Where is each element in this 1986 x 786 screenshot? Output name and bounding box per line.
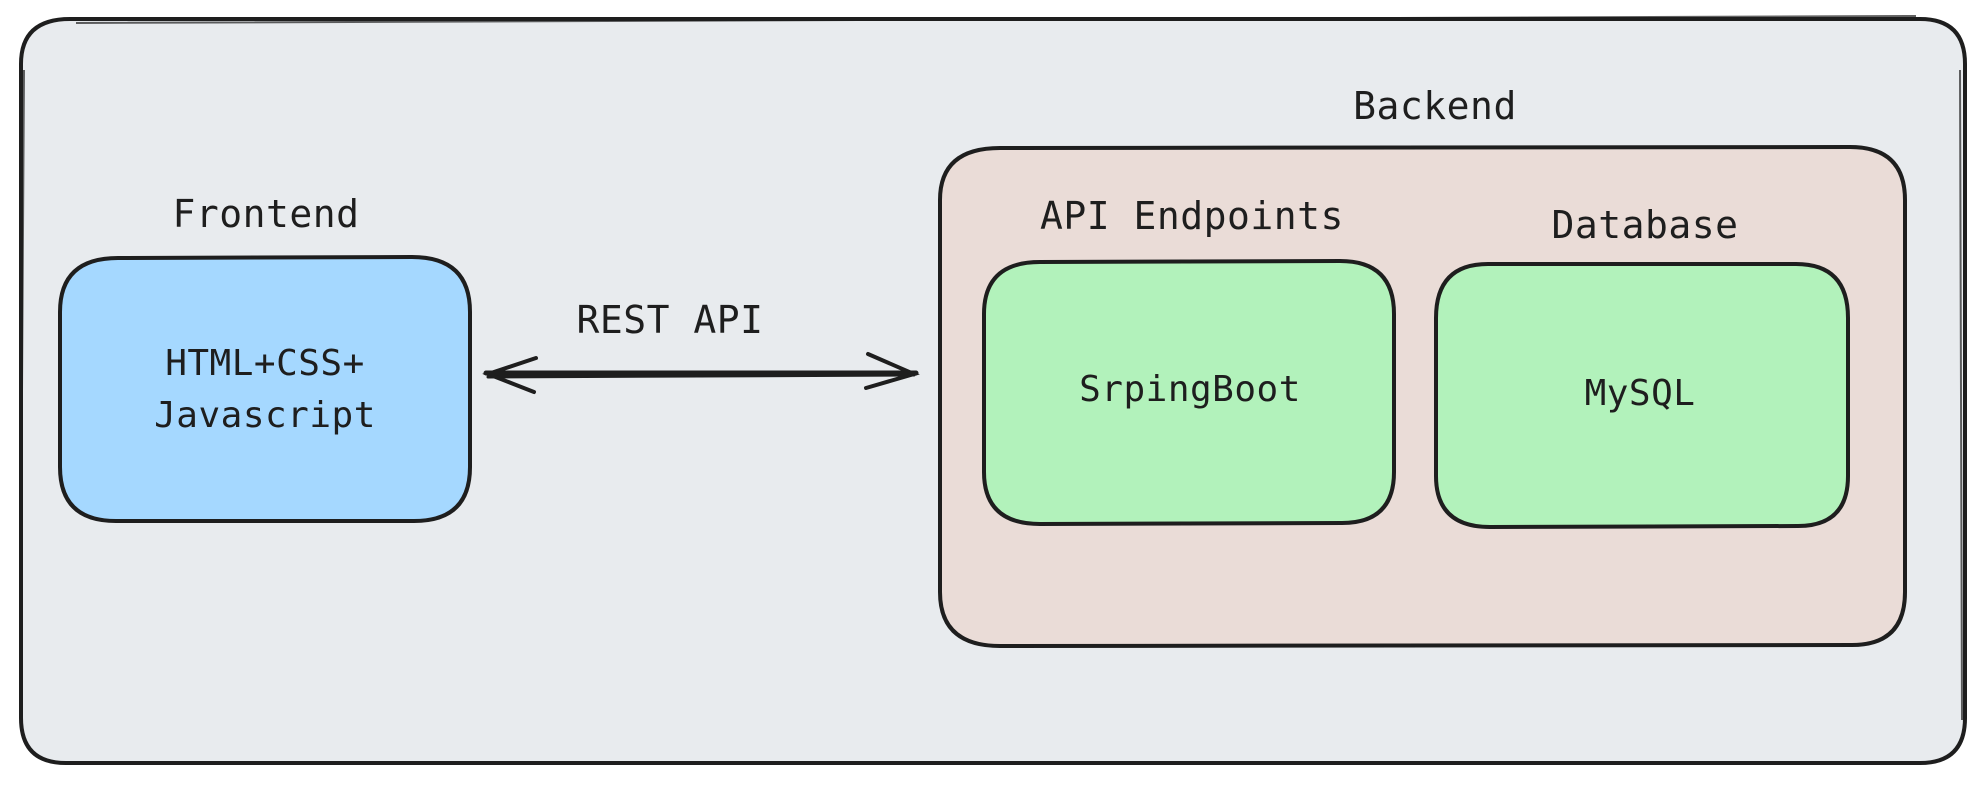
database-heading: Database [1551, 203, 1739, 247]
frontend-box [58, 254, 472, 523]
frontend-box-line-1: HTML+CSS+ [165, 343, 365, 384]
backend-heading: Backend [1353, 84, 1517, 128]
api-endpoints-box-label: SrpingBoot [1079, 369, 1301, 410]
frontend-box-label: HTML+CSS+ Javascript [100, 338, 430, 442]
rest-api-arrow [482, 352, 920, 394]
frontend-heading: Frontend [172, 192, 360, 236]
api-endpoints-heading: API Endpoints [1040, 194, 1344, 238]
api-endpoints-box [982, 258, 1396, 527]
frontend-box-line-2: Javascript [154, 395, 376, 436]
arrowhead-left [482, 356, 538, 394]
arrowhead-right [864, 352, 920, 390]
database-box [1434, 262, 1850, 530]
database-box-label: MySQL [1584, 373, 1696, 414]
outer-container-sketch-line [19, 15, 1963, 721]
rest-api-label: REST API [576, 298, 764, 342]
